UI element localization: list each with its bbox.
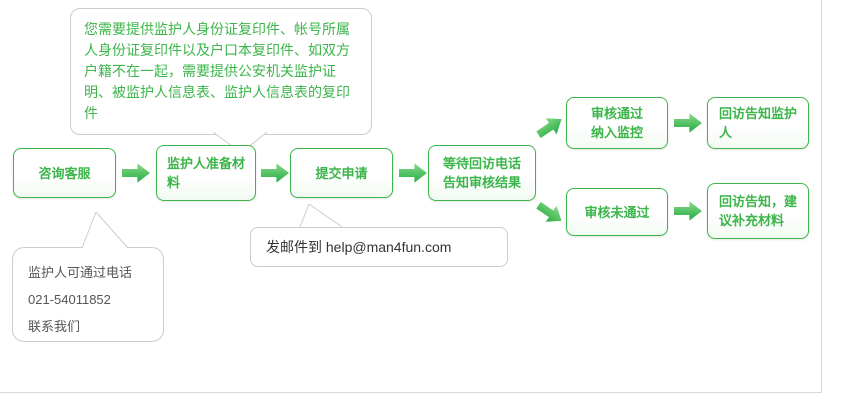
email-callout: 发邮件到 help@man4fun.com <box>250 227 508 267</box>
step-prepare-box: 监护人准备材 料 <box>156 145 256 201</box>
branch-pass-result-label: 回访告知监护 人 <box>718 106 797 140</box>
branch-pass-result-box: 回访告知监护 人 <box>707 97 809 149</box>
step-wait-label: 等待回访电话 告知审核结果 <box>442 156 521 190</box>
phone-callout-line3: 联系我们 <box>28 319 81 334</box>
step-prepare-label: 监护人准备材 料 <box>166 156 245 190</box>
branch-pass-box: 审核通过 纳入监控 <box>566 97 668 149</box>
step-submit-box: 提交申请 <box>290 148 393 198</box>
phone-callout-tail <box>81 212 129 249</box>
branch-fail-label: 审核未通过 <box>584 204 650 220</box>
email-callout-tail <box>299 204 343 228</box>
page-frame <box>0 0 822 393</box>
step-consult-label: 咨询客服 <box>38 165 91 181</box>
phone-callout-line1: 监护人可通过电话 <box>28 265 133 280</box>
step-submit-label: 提交申请 <box>315 165 368 181</box>
materials-callout: 您需要提供监护人身份证复印件、帐号所属人身份证复印件以及户口本复印件、如双方户籍… <box>70 8 372 135</box>
phone-callout: 监护人可通过电话 021-54011852 联系我们 <box>12 247 164 342</box>
phone-number: 021-54011852 <box>28 292 111 307</box>
branch-fail-result-box: 回访告知，建 议补充材料 <box>707 183 809 239</box>
branch-fail-box: 审核未通过 <box>566 188 668 236</box>
branch-fail-result-label: 回访告知，建 议补充材料 <box>718 194 797 228</box>
step-wait-box: 等待回访电话 告知审核结果 <box>428 145 536 201</box>
email-callout-text: 发邮件到 help@man4fun.com <box>266 239 452 255</box>
step-consult-box: 咨询客服 <box>13 148 116 198</box>
materials-callout-text: 您需要提供监护人身份证复印件、帐号所属人身份证复印件以及户口本复印件、如双方户籍… <box>84 21 350 121</box>
branch-pass-label: 审核通过 纳入监控 <box>590 106 643 140</box>
